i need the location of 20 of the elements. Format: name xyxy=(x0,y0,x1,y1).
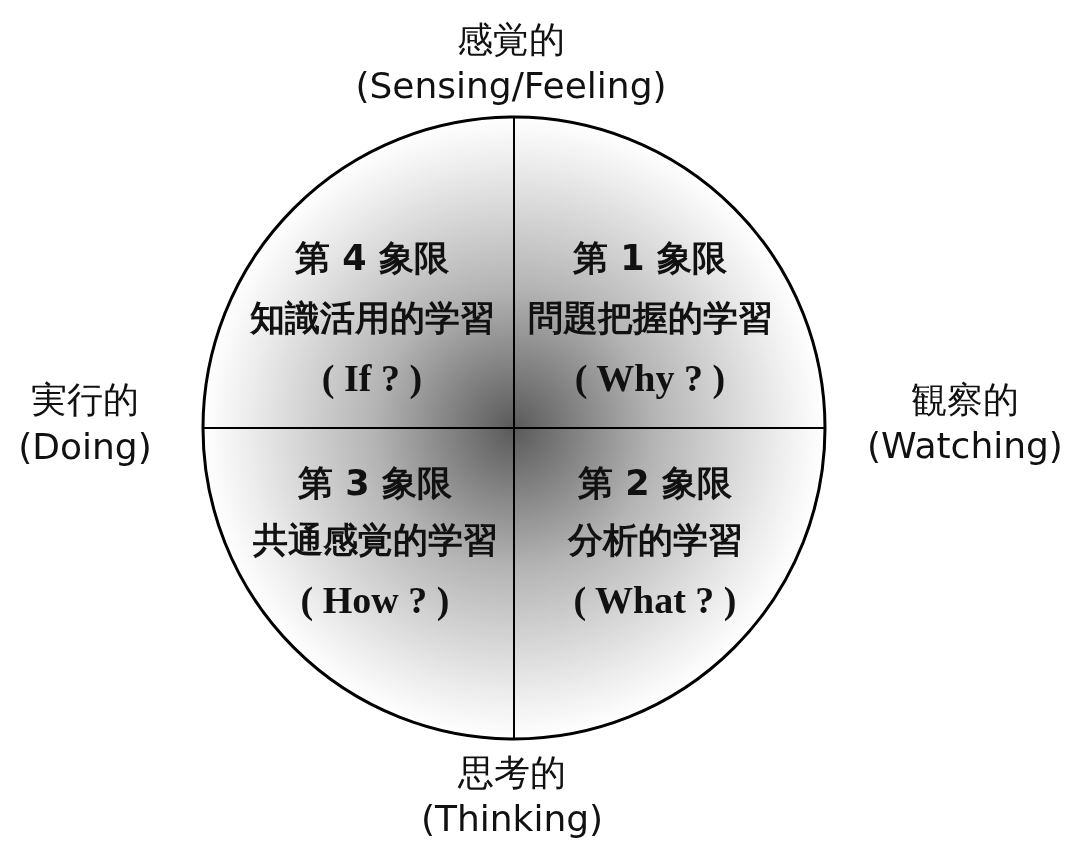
quadrant-title: 共通感覚的学習 xyxy=(252,522,498,558)
quadrant-title: 知識活用的学習 xyxy=(249,300,495,336)
axis-translation: (Watching) xyxy=(867,428,1063,464)
axis-translation: (Sensing/Feeling) xyxy=(355,68,667,104)
question-label: ( What ? ) xyxy=(573,581,737,619)
quadrant-heading: 第 3 象限 xyxy=(298,465,452,501)
question-label: ( How ? ) xyxy=(300,581,450,619)
quadrant-heading: 第 2 象限 xyxy=(578,465,732,501)
axis-translation: (Doing) xyxy=(18,429,152,465)
quadrant-title: 問題把握的学習 xyxy=(527,300,773,336)
axis-label: 思考的 xyxy=(458,755,566,791)
quadrant-heading: 第 4 象限 xyxy=(295,240,449,276)
quadrant-heading: 第 1 象限 xyxy=(573,240,727,276)
question-label: ( If ? ) xyxy=(321,359,423,397)
axis-label: 観察的 xyxy=(911,382,1019,418)
axis-translation: (Thinking) xyxy=(420,801,604,837)
axis-label: 実行的 xyxy=(31,382,139,418)
question-label: ( Why ? ) xyxy=(574,359,726,397)
quadrant-title: 分析的学習 xyxy=(567,522,743,558)
axis-label: 感覚的 xyxy=(457,22,565,58)
